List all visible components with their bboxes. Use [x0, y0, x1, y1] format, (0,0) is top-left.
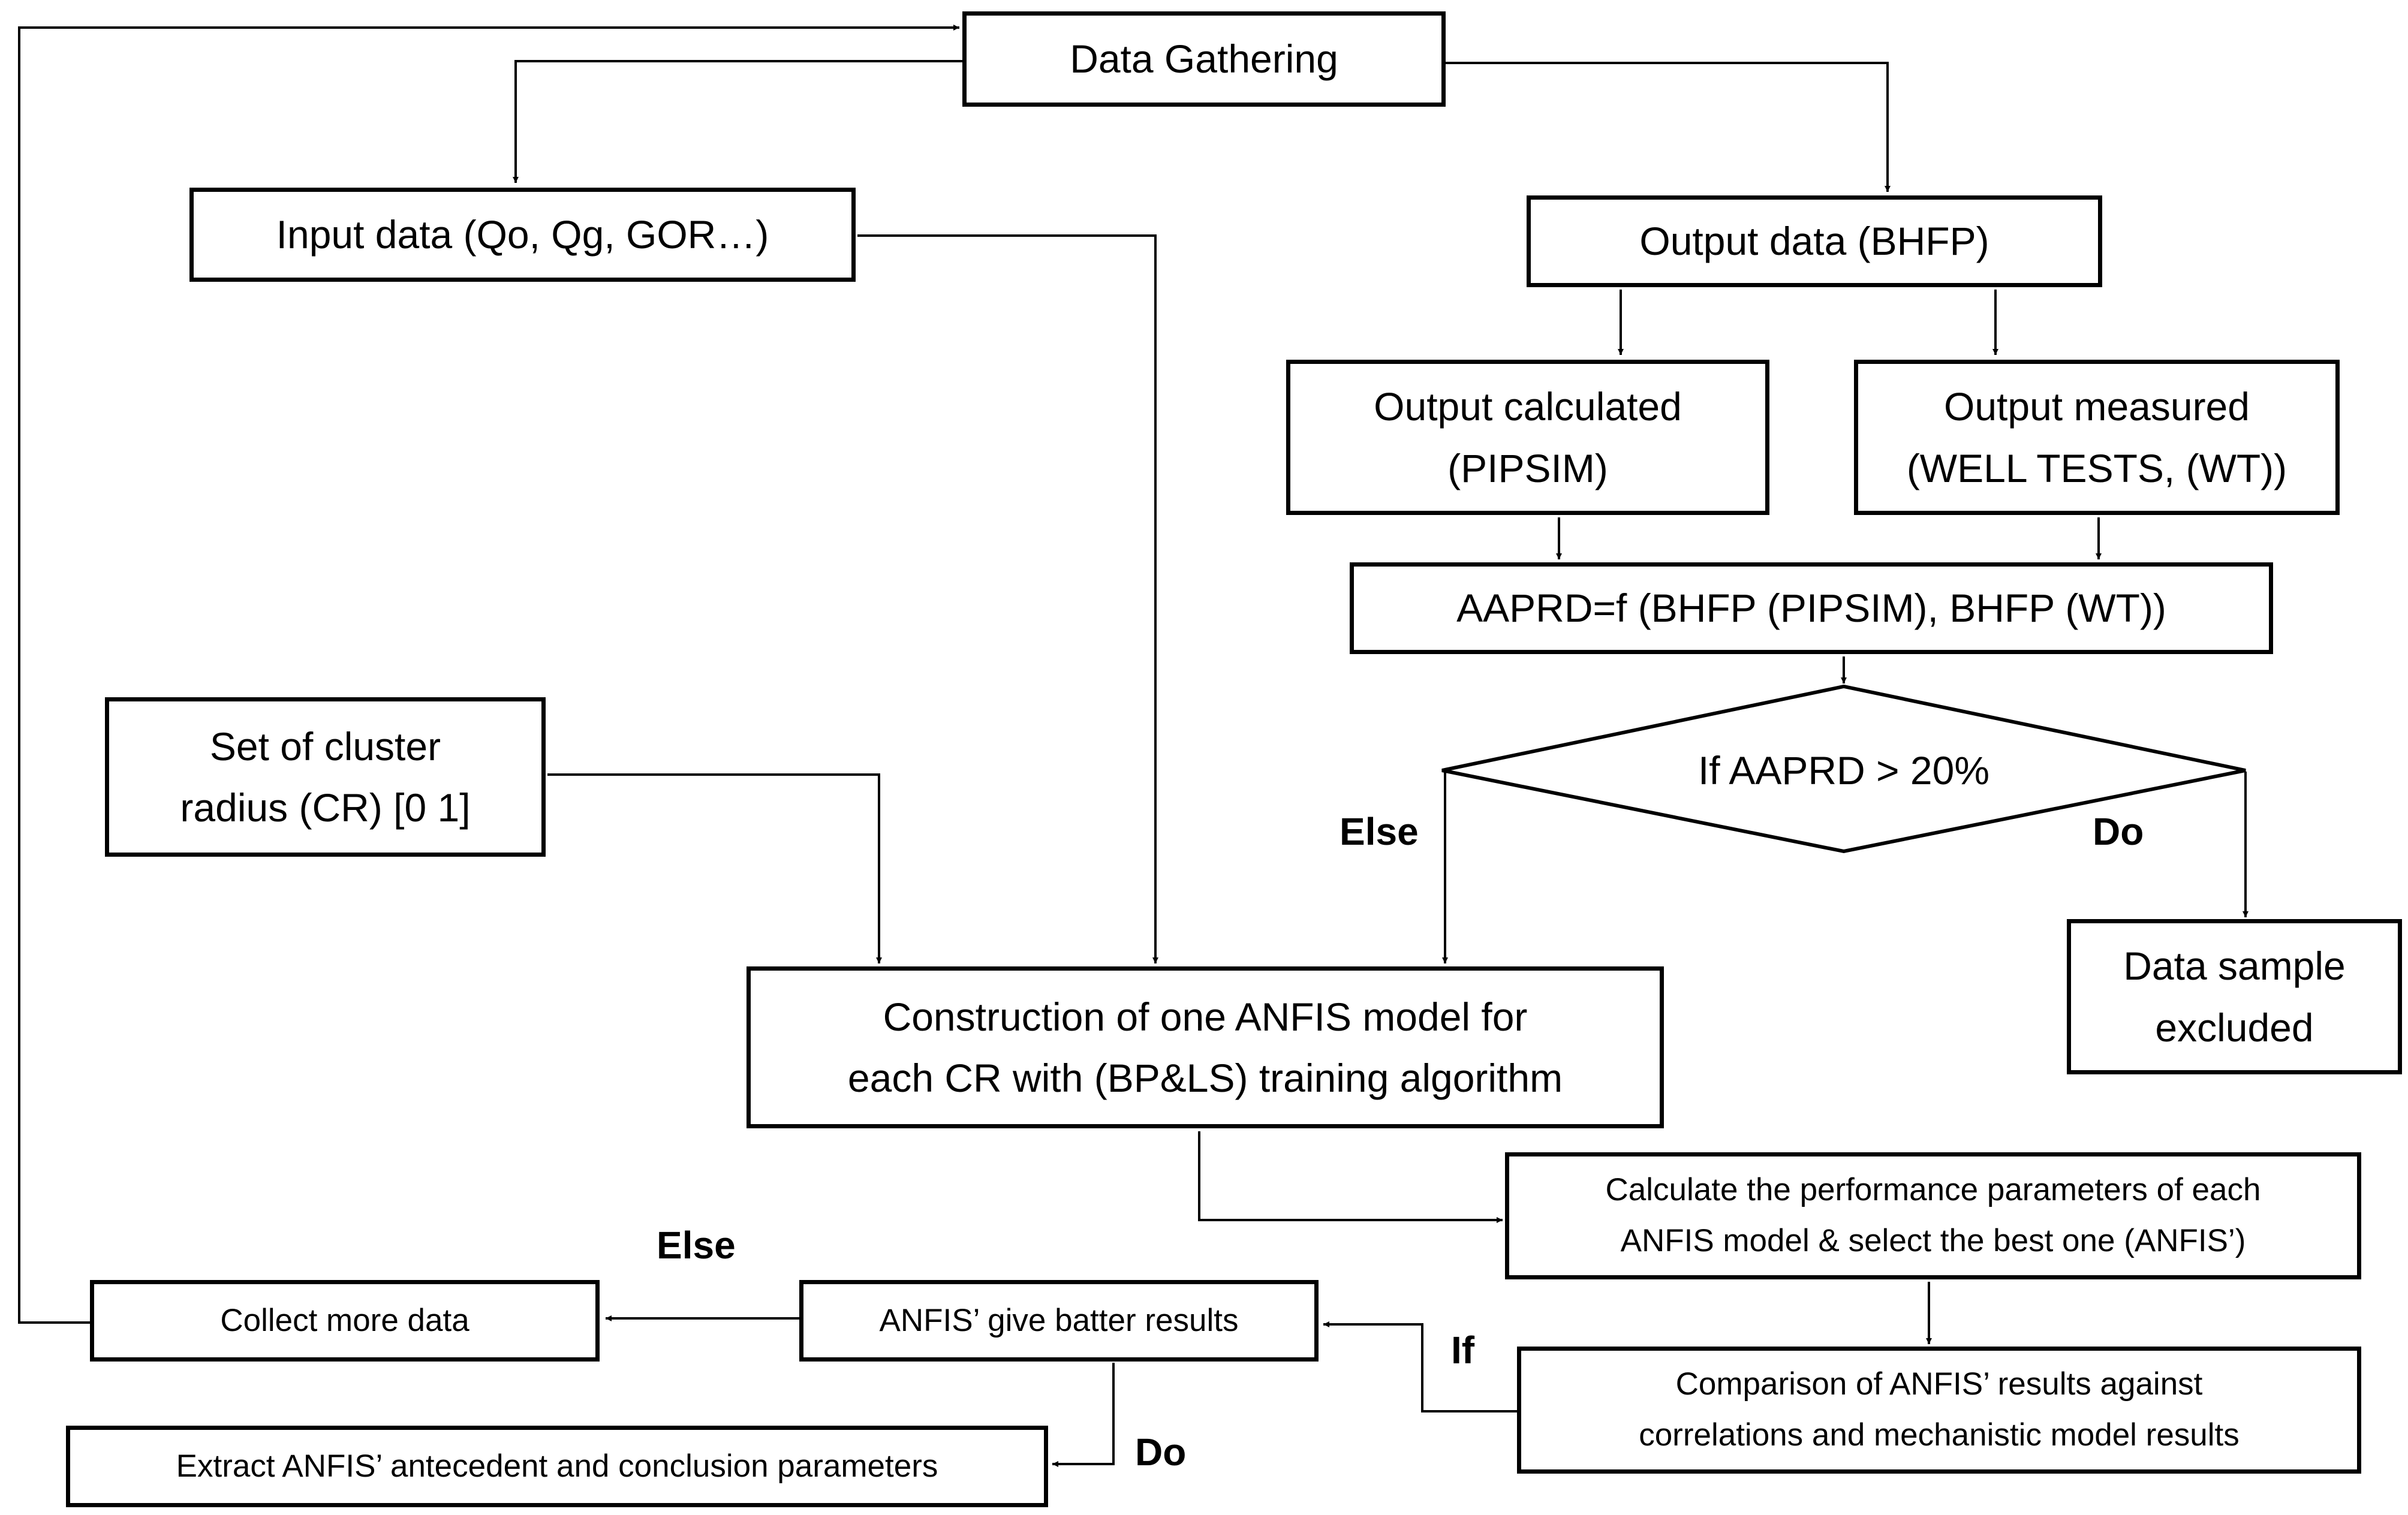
construction-box: Construction of one ANFIS model for each… [747, 966, 1664, 1128]
comparison-box: Comparison of ANFIS’ results against cor… [1517, 1347, 2361, 1474]
arrow-results-do-to-extract [1052, 1363, 1115, 1467]
arrow-collect-to-gathering [18, 25, 959, 1324]
do-label-results: Do [1135, 1430, 1187, 1474]
arrow-gathering-to-output [1446, 62, 1891, 192]
output-measured-box: Output measured (WELL TESTS, (WT)) [1854, 360, 2340, 515]
else-label-decision: Else [1340, 810, 1419, 853]
anfis-better-results-box: ANFIS’ give batter results [799, 1280, 1319, 1362]
do-label-decision: Do [2093, 810, 2144, 853]
calculate-performance-box: Calculate the performance parameters of … [1505, 1152, 2361, 1279]
decision-diamond [1441, 684, 2246, 854]
input-data-box: Input data (Qo, Qg, GOR…) [189, 188, 856, 282]
arrow-construction-to-calculate [1198, 1131, 1503, 1223]
output-data-box: Output data (BHFP) [1527, 195, 2102, 287]
decision-text: If AAPRD > 20% [1697, 748, 1990, 793]
arrow-cluster-to-construction [547, 773, 882, 963]
extract-parameters-box: Extract ANFIS’ antecedent and conclusion… [66, 1426, 1048, 1507]
output-calculated-box: Output calculated (PIPSIM) [1286, 360, 1769, 515]
data-gathering-box: Data Gathering [962, 11, 1446, 107]
arrow-input-to-construction [857, 234, 1158, 963]
aaprd-box: AAPRD=f (BHFP (PIPSIM), BHFP (WT)) [1350, 562, 2273, 654]
if-label-comparison: If [1451, 1329, 1475, 1372]
arrow-gathering-to-input [513, 60, 964, 183]
data-excluded-box: Data sample excluded [2067, 919, 2402, 1074]
else-label-results: Else [657, 1224, 736, 1267]
set-cluster-box: Set of cluster radius (CR) [0 1] [105, 697, 546, 857]
collect-more-data-box: Collect more data [90, 1280, 600, 1362]
arrow-comparison-to-results [1323, 1321, 1517, 1412]
